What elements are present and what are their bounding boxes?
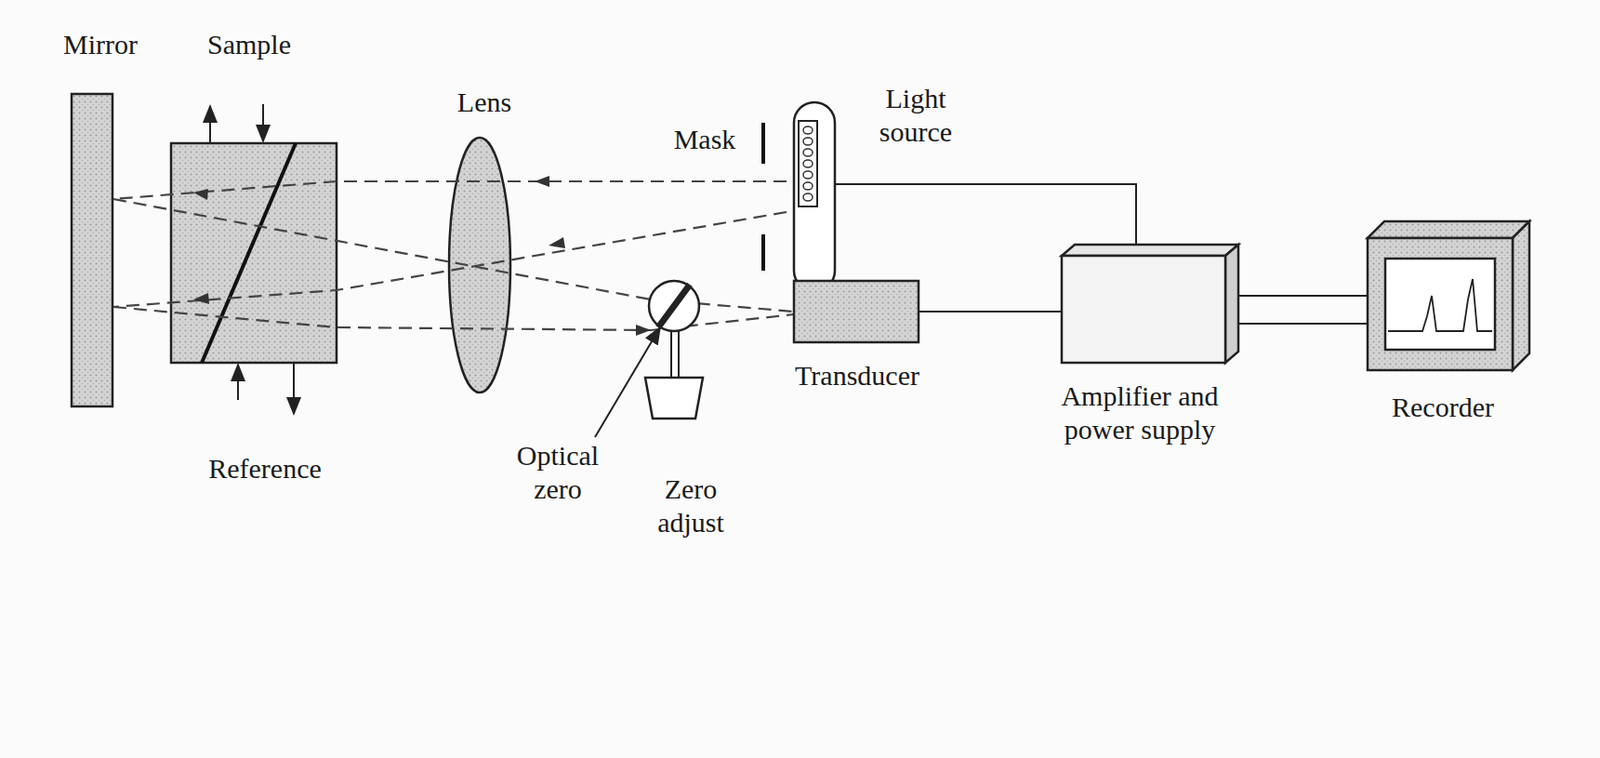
zero-stem: [677, 330, 680, 378]
zero-stem: [670, 330, 673, 378]
part-label: Mask: [658, 122, 752, 157]
part-label: Optical zero: [506, 438, 609, 506]
part-label: Light source: [864, 81, 967, 149]
part-label: Lens: [428, 85, 541, 120]
lamp: [793, 102, 835, 291]
zero-plate: [658, 284, 690, 328]
recorder: [1367, 221, 1530, 371]
beam-arrowheads: [193, 175, 651, 336]
part-label: Zero adjust: [639, 472, 742, 540]
filament-holder: [798, 120, 818, 207]
part-label: Mirror: [35, 27, 166, 62]
amplifier: [1061, 244, 1239, 363]
cell: [171, 143, 337, 363]
flow-arrows: [210, 104, 294, 414]
light-beams: [113, 181, 794, 331]
leader-line: [595, 327, 661, 437]
transducer: [793, 280, 919, 343]
part-label: Transducer: [764, 358, 951, 393]
cell-divider: [201, 143, 296, 363]
part-label: Sample: [184, 27, 315, 62]
part-label: Amplifier and power supply: [1032, 379, 1247, 447]
part-label: Reference: [181, 451, 349, 486]
filament: [803, 126, 813, 201]
optical-zero-plate: [648, 280, 700, 331]
part-label: Recorder: [1359, 390, 1527, 424]
mask: [761, 122, 766, 271]
zero-adjust-knob: [645, 377, 703, 419]
mirror: [71, 93, 113, 407]
